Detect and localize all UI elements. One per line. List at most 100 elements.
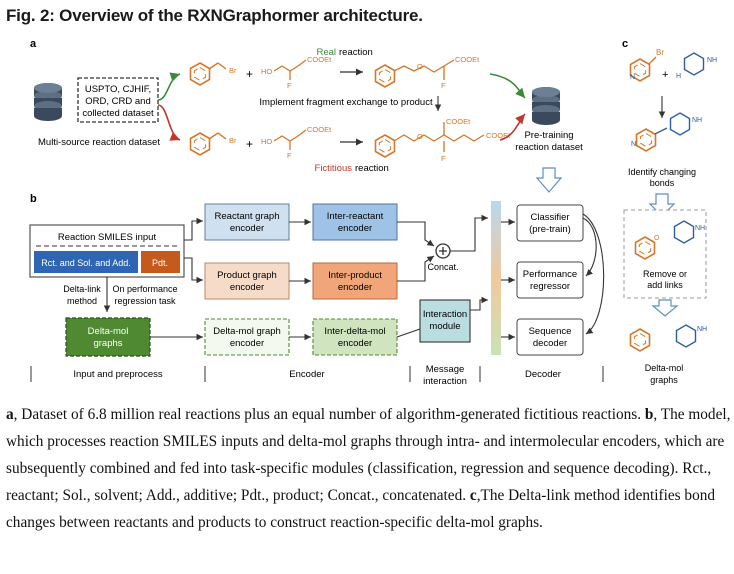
product-encoder-box [204,262,290,300]
c-plus: + [662,69,668,81]
smiles-input-label: Reaction SMILES input [58,232,157,243]
section-message: Message [426,364,465,375]
performance-box [516,261,584,299]
on-performance-1: On performance [112,284,177,294]
cooet-label-4: COOEt [446,117,471,126]
inter-reactant-box [312,203,398,241]
delta-mol-graphs-2: graphs [93,338,122,349]
multi-source-label: Multi-source reaction dataset [38,137,160,148]
sequence-box [516,318,584,356]
c-nh-label-2: NH [692,117,702,124]
sequence-2: decoder [533,338,567,349]
fictitious-product-ring [374,134,396,158]
section-encoder: Encoder [289,369,324,380]
feature-gradient-bar [491,201,501,355]
inter-delta-box [312,318,398,356]
product-encoder-1: Product graph [217,270,277,281]
rct-box [34,251,138,273]
interaction-module-box [419,299,471,343]
panel-c-letter: c [622,38,628,50]
implement-label: Implement fragment exchange to product [259,97,433,108]
fictitious-to-pretrain-arrow [499,113,526,141]
c-nh-label-3: NH [695,225,705,232]
panel-b-letter: b [30,193,37,205]
inter-product-box [312,262,398,300]
delta-link-2: method [67,296,97,306]
pretraining-label-1: Pre-training [524,130,573,141]
caption-c-letter: c [469,487,477,504]
inter-reactant-2: encoder [338,223,372,234]
f-label-4: F [441,154,446,163]
c-n-label-2: N [631,141,636,148]
pdt-box-label: Pdt. [152,258,168,268]
f-label-3: F [287,151,292,160]
br-label-2: Br [229,136,237,145]
f-label-1: F [287,81,292,90]
c-nh-label-4: NH [697,326,707,333]
classifier-1: Classifier [530,212,569,223]
performance-2: regressor [530,281,570,292]
concat-label: Concat. [427,262,458,272]
caption-a-letter: a [6,406,14,423]
identify-line-1: Identify changing [628,167,696,177]
delta-mol-graphs-1: Delta-mol [88,326,129,337]
br-label-1: Br [229,66,237,75]
plus-1: + [246,67,253,81]
hollow-down-arrow-icon [535,167,563,193]
inter-reactant-1: Inter-reactant [327,211,384,222]
fictitious-branch-arrow [157,104,181,141]
ho-label-1: HO [261,67,272,76]
figure-caption: a, Dataset of 6.8 million real reactions… [6,401,732,536]
c-delta-line-2: graphs [650,375,678,385]
real-to-pretrain-arrow [489,73,526,99]
c-o-label: O [654,235,660,242]
delta-mol-graphs-box [65,317,151,357]
caption-b-letter: b [644,406,654,423]
c-n-label-1: N [630,74,635,81]
reactant-encoder-1: Reactant graph [215,211,280,222]
product-encoder-2: encoder [230,282,264,293]
remove-line-2: add links [647,280,683,290]
inter-product-2: encoder [338,282,372,293]
fictitious-word: Fictitious [315,163,353,174]
section-interaction: interaction [423,376,467,387]
cooet-label-5: COOEt [486,131,511,140]
plus-2: + [246,137,253,151]
caption-c-text: ,The Delta-link method identifies bond c… [6,487,716,531]
c-delta-piperazine-ring [675,324,697,348]
real-suffix: reaction [339,47,373,58]
figure-diagram: a USPTO, CJHIF, ORD, CRD and collected d… [29,38,717,387]
fictitious-suffix: reaction [355,163,389,174]
real-word: Real [316,47,336,58]
c-delta-pyridine-ring [629,328,651,352]
inter-delta-2: encoder [338,338,372,349]
c-product-piperazine-ring [669,112,691,136]
performance-1: Performance [523,269,577,280]
identify-line-2: bonds [650,178,675,188]
rct-box-label: Rct. and Sol. and Add. [41,258,131,268]
dataset-line-3: collected dataset [82,108,154,119]
reactant-encoder-2: encoder [230,223,264,234]
f-label-2: F [441,81,446,90]
c-br-label: Br [656,48,664,57]
classifier-box [516,204,584,242]
section-input: Input and preprocess [73,369,163,380]
pdt-box [141,251,180,273]
delta-link-1: Delta-link [63,284,101,294]
classifier-2: (pre-train) [529,224,571,235]
piperazine-ring [683,52,705,76]
c-product-pyridine-ring [635,128,657,152]
database-icon [34,83,62,121]
real-branch-arrow [157,72,181,101]
real-product-ring [374,64,396,88]
delta-encoder-1: Delta-mol graph [213,326,281,337]
delta-encoder-2: encoder [230,338,264,349]
c-h-label: H [676,73,681,80]
cooet-label-3: COOEt [307,125,332,134]
o-label-real: O [417,62,423,71]
cooet-label-2: COOEt [455,55,480,64]
panel-a-letter: a [30,38,37,50]
reactant-encoder-box [204,203,290,241]
sequence-1: Sequence [529,326,572,337]
dataset-line-2: ORD, CRD and [85,96,150,107]
